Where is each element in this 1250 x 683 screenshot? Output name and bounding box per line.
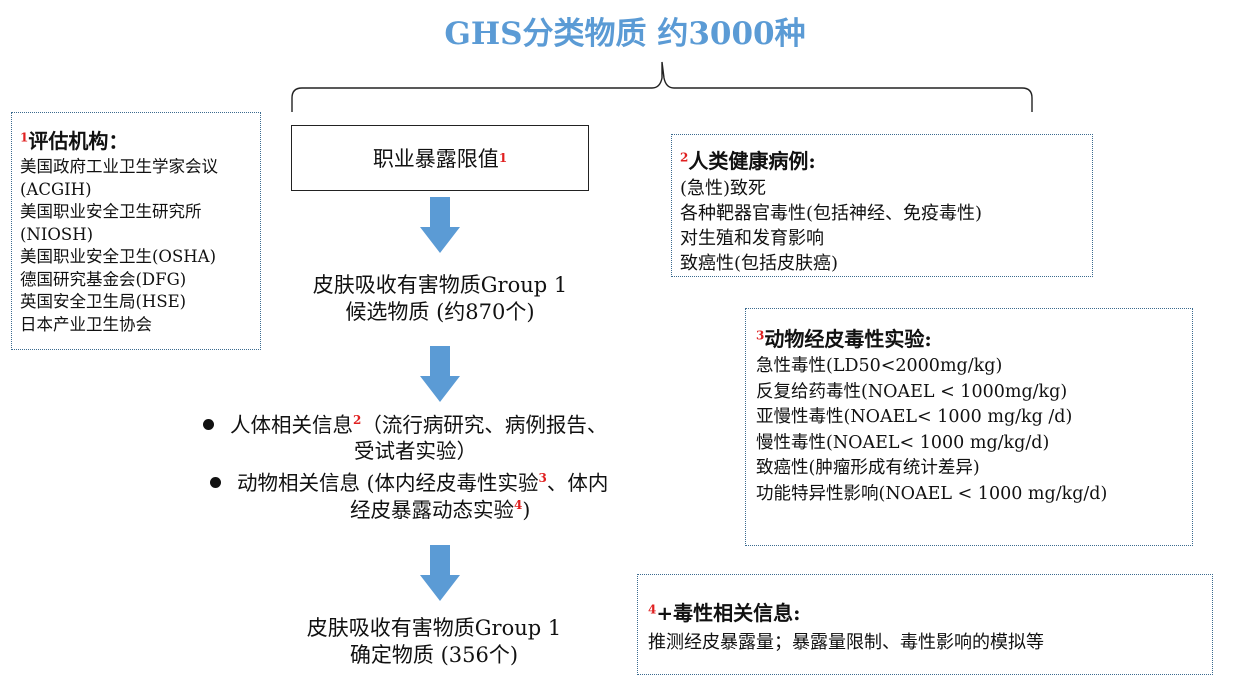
candidate-line-2: 候选物质 (约870个) bbox=[345, 300, 535, 324]
list-item: 德国研究基金会(DFG) bbox=[20, 269, 187, 289]
human-ref: 2 bbox=[680, 150, 689, 165]
human-list: (急性)致死各种靶器官毒性(包括神经、免疫毒性) 对生殖和发育影响致癌性(包括皮肤… bbox=[680, 176, 1092, 276]
list-item: 对生殖和发育影响 bbox=[680, 228, 824, 249]
list-item: 急性毒性(LD50<2000mg/kg) bbox=[756, 356, 1003, 376]
list-item: (NIOSH) bbox=[20, 224, 94, 244]
confirmed-line-1: 皮肤吸收有害物质Group 1 bbox=[306, 616, 562, 640]
oel-box: 职业暴露限值 1 bbox=[291, 125, 589, 191]
candidate-line-1: 皮肤吸收有害物质Group 1 bbox=[312, 273, 568, 297]
confirmed-substances: 皮肤吸收有害物质Group 1 确定物质 (356个) bbox=[234, 615, 634, 669]
evaluation-institutions-box: 1评估机构： 美国政府工业卫生学家会议 (ACGIH) 美国职业安全卫生研究所 (NI… bbox=[11, 112, 261, 350]
animal-ref: 3 bbox=[756, 328, 765, 343]
toxicity-heading-text: +毒性相关信息: bbox=[656, 601, 801, 625]
animal-info-ref-2: 4 bbox=[514, 498, 523, 513]
page-title: GHS分类物质 约3000种 bbox=[444, 16, 806, 52]
animal-toxicity-box: 3动物经皮毒性实验: 急性毒性(LD50<2000mg/kg) 反复给药毒性(NO… bbox=[745, 308, 1193, 546]
human-info-paren: （流行病研究、病例报告、 bbox=[361, 413, 608, 437]
human-info-ref: 2 bbox=[353, 413, 362, 428]
down-arrow-3 bbox=[420, 545, 460, 601]
animal-list: 急性毒性(LD50<2000mg/kg) 反复给药毒性(NOAEL < 1000m… bbox=[756, 354, 1192, 507]
human-heading-text: 人类健康病例: bbox=[688, 149, 816, 173]
list-item: 慢性毒性(NOAEL< 1000 mg/kg/d) bbox=[756, 432, 1050, 453]
human-heading: 2人类健康病例: bbox=[680, 145, 1092, 174]
list-item: 英国安全卫生局(HSE) bbox=[20, 292, 187, 311]
animal-info-line-2-text: 经皮暴露动态实验 bbox=[350, 498, 514, 522]
list-item: 致癌性(包括皮肤癌) bbox=[680, 253, 839, 274]
list-item: 功能特异性影响(NOAEL < 1000 mg/kg/d) bbox=[756, 483, 1108, 504]
curly-brace bbox=[291, 61, 1033, 112]
list-item: (急性)致死 bbox=[680, 178, 767, 199]
list-item: 反复给药毒性(NOAEL < 1000mg/kg) bbox=[756, 381, 1068, 402]
animal-info-ref: 3 bbox=[538, 471, 547, 486]
toxicity-info-box: 4+毒性相关信息: 推测经皮暴露量；暴露量限制、毒性影响的模拟等 bbox=[637, 574, 1213, 675]
list-item: 日本产业卫生协会 bbox=[20, 314, 152, 334]
confirmed-line-2: 确定物质 (356个) bbox=[349, 643, 519, 667]
list-item: 致癌性(肿瘤形成有统计差异) bbox=[756, 458, 980, 478]
list-item: 亚慢性毒性(NOAEL< 1000 mg/kg /d) bbox=[756, 407, 1073, 427]
list-item: 美国政府工业卫生学家会议 bbox=[20, 157, 218, 176]
evaluation-list: 美国政府工业卫生学家会议 (ACGIH) 美国职业安全卫生研究所 (NIOSH) 美国职… bbox=[20, 156, 260, 336]
animal-info-line-2: 经皮暴露动态实验4) bbox=[350, 497, 530, 523]
evaluation-heading: 1评估机构： bbox=[20, 125, 260, 154]
animal-heading: 3动物经皮毒性实验: bbox=[756, 323, 1192, 352]
evaluation-ref: 1 bbox=[20, 130, 29, 145]
human-info-text: 人体相关信息 bbox=[230, 413, 353, 437]
human-health-box: 2人类健康病例: (急性)致死各种靶器官毒性(包括神经、免疫毒性) 对生殖和发育影… bbox=[671, 134, 1093, 277]
human-info-line-2: 受试者实验） bbox=[354, 439, 477, 463]
bullet-dot bbox=[203, 419, 214, 430]
list-item: 各种靶器官毒性(包括神经、免疫毒性) bbox=[680, 203, 983, 224]
animal-info-text: 动物相关信息 (体内经皮毒性实验 bbox=[237, 471, 539, 495]
candidate-substances: 皮肤吸收有害物质Group 1 候选物质 (约870个) bbox=[240, 272, 640, 326]
down-arrow-1 bbox=[420, 197, 460, 253]
animal-info-close: ) bbox=[522, 498, 531, 522]
down-arrow-2 bbox=[420, 346, 460, 402]
oel-label: 职业暴露限值 bbox=[372, 147, 499, 171]
list-item: (ACGIH) bbox=[20, 179, 92, 199]
bullet-dot bbox=[210, 477, 221, 488]
toxicity-ref: 4 bbox=[648, 602, 657, 617]
bullet-human-info: 人体相关信息2（流行病研究、病例报告、 bbox=[203, 412, 607, 438]
animal-info-cont: 、体内 bbox=[546, 471, 609, 495]
evaluation-heading-text: 评估机构： bbox=[28, 129, 129, 153]
bullet-animal-info: 动物相关信息 (体内经皮毒性实验3、体内 bbox=[210, 470, 608, 496]
animal-heading-text: 动物经皮毒性实验: bbox=[764, 327, 932, 351]
list-item: 美国职业安全卫生研究所 bbox=[20, 202, 202, 221]
toxicity-line: 推测经皮暴露量；暴露量限制、毒性影响的模拟等 bbox=[648, 632, 1044, 653]
toxicity-heading: 4+毒性相关信息: bbox=[648, 597, 1212, 626]
list-item: 美国职业安全卫生(OSHA) bbox=[20, 247, 217, 266]
